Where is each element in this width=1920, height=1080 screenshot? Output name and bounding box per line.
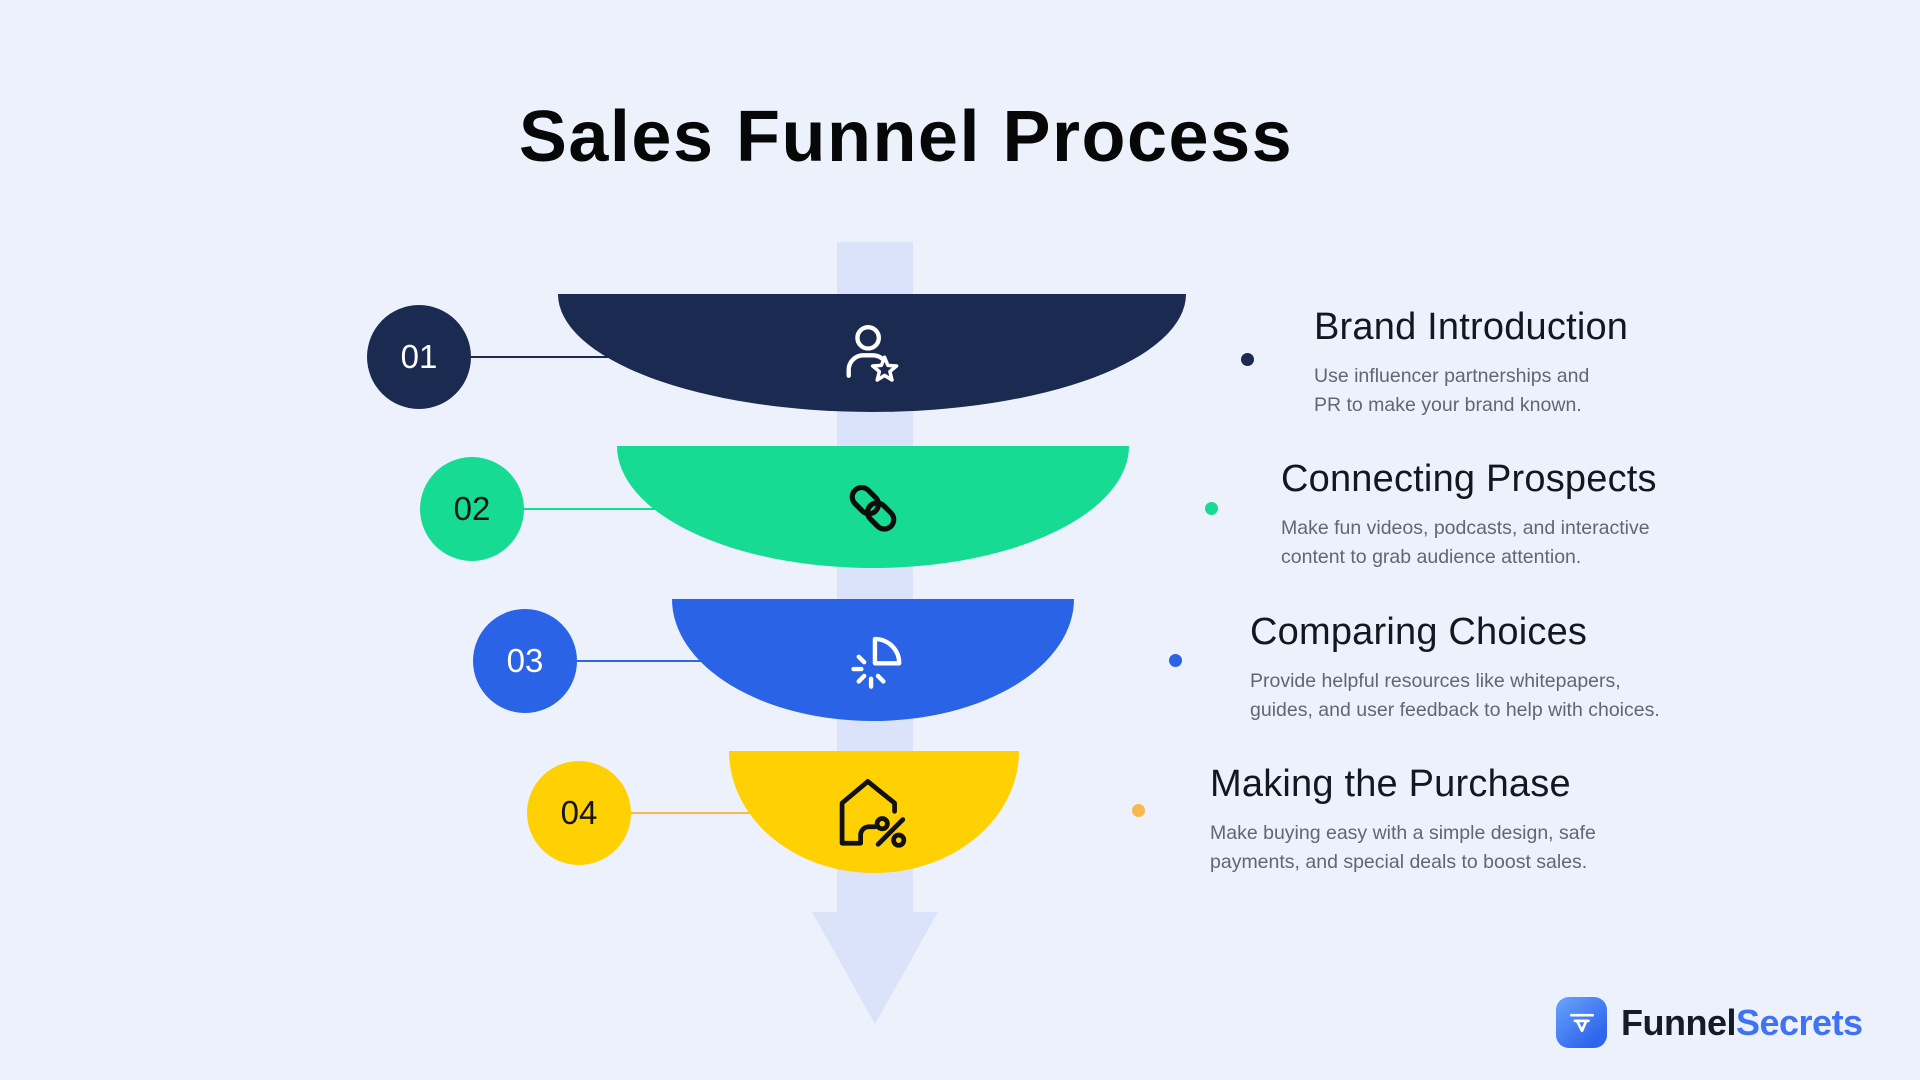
- step-number-circle-4: 04: [527, 761, 631, 865]
- step-description: Provide helpful resources like whitepape…: [1250, 670, 1660, 721]
- funnel-logo-icon: [1556, 997, 1607, 1048]
- page-title: Sales Funnel Process: [518, 97, 1294, 177]
- step-number-circle-1: 01: [367, 305, 471, 409]
- step-info-comparing-choices: Comparing Choices Provide helpful resour…: [1250, 611, 1660, 725]
- step-heading: Comparing Choices: [1250, 611, 1588, 653]
- step-description: Use influencer partnerships and PR to ma…: [1314, 365, 1590, 416]
- step-number-label: 02: [453, 490, 491, 527]
- house-percent-icon: [839, 779, 907, 848]
- down-arrow-head-icon: [812, 912, 938, 1024]
- step-description: Make buying easy with a simple design, s…: [1210, 822, 1596, 873]
- step-info-connecting-prospects: Connecting Prospects Make fun videos, po…: [1281, 458, 1657, 572]
- funnel-segment-brand-introduction: [558, 294, 1186, 412]
- user-star-icon: [846, 324, 899, 382]
- step-number-circle-3: 03: [473, 609, 577, 713]
- step-info-brand-introduction: Brand Introduction Use influencer partne…: [1314, 306, 1628, 420]
- connector-line-step3: [576, 660, 761, 662]
- step-number-label: 04: [560, 794, 598, 831]
- connector-line-step1: [470, 356, 635, 358]
- brand-name-secondary: Secrets: [1735, 1002, 1863, 1043]
- step-info-making-the-purchase: Making the Purchase Make buying easy wit…: [1210, 763, 1596, 877]
- bullet-dot-step3: [1169, 654, 1182, 667]
- funnel-segment-connecting-prospects: [617, 446, 1129, 568]
- step-heading: Making the Purchase: [1210, 763, 1571, 805]
- step-number-label: 03: [506, 642, 544, 679]
- connector-line-step4: [630, 812, 820, 814]
- step-heading: Connecting Prospects: [1281, 458, 1657, 500]
- chain-link-icon: [849, 484, 897, 532]
- step-number-circle-2: 02: [420, 457, 524, 561]
- step-number-label: 01: [400, 338, 438, 375]
- pie-slice-icon: [851, 636, 902, 689]
- funnel-segment-making-the-purchase: [729, 751, 1019, 873]
- step-heading: Brand Introduction: [1314, 306, 1629, 348]
- bullet-dot-step1: [1241, 353, 1254, 366]
- bullet-dot-step2: [1205, 502, 1218, 515]
- funnel-segment-comparing-choices: [672, 599, 1074, 721]
- bullet-dot-step4: [1132, 804, 1145, 817]
- step-description: Make fun videos, podcasts, and interacti…: [1281, 517, 1650, 568]
- brand-name-primary: Funnel: [1621, 1002, 1736, 1043]
- brand-wordmark: FunnelSecrets: [1621, 997, 1863, 1048]
- connector-line-step2: [523, 508, 698, 510]
